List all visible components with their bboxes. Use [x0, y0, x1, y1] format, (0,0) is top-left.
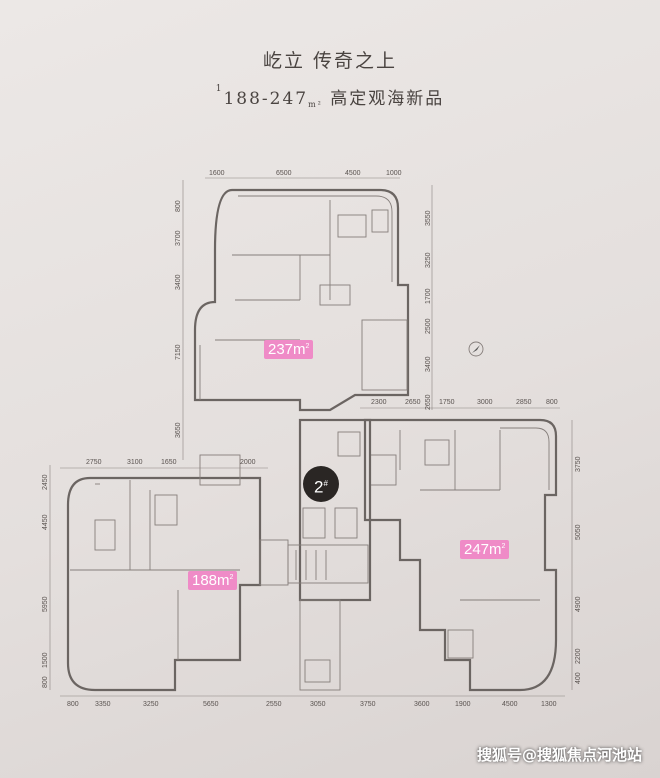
dim-left-upper: 3650 [175, 422, 182, 438]
dim-right-upper: 3550 [425, 210, 432, 226]
dim-bottom: 4500 [502, 701, 518, 708]
dim-bottom: 3050 [310, 701, 326, 708]
dim-top-lower-mid: 2000 [240, 459, 256, 466]
compass-icon [468, 341, 484, 357]
unit-area-value: 237 [268, 341, 294, 358]
dim-top-right: 800 [546, 399, 558, 406]
dim-bottom: 1300 [541, 701, 557, 708]
dim-right-lower: 5050 [575, 524, 582, 540]
dim-top-lower-left: 2750 [86, 459, 102, 466]
dim-bottom: 3350 [95, 701, 111, 708]
dim-right-lower: 3750 [575, 456, 582, 472]
dim-bottom: 800 [67, 701, 79, 708]
page-title: 屹立 传奇之上 [262, 50, 398, 72]
subtitle-unit: m² [308, 100, 323, 109]
unit-area-sup: 2 [229, 574, 234, 581]
dim-bottom: 2550 [266, 701, 282, 708]
dim-top-upper: 4500 [345, 170, 361, 177]
dim-bottom: 1900 [455, 701, 471, 708]
dim-left-lower: 5950 [42, 596, 49, 612]
unit-247-walls [363, 418, 558, 692]
dim-left-lower: 800 [42, 676, 49, 688]
dim-right-lower: 4900 [575, 596, 582, 612]
building-number-badge: 2# [303, 466, 339, 502]
unit-area-tag-247: 247m2 [460, 540, 510, 559]
core [259, 418, 372, 691]
dim-left-upper: 7150 [175, 344, 182, 360]
dim-right-upper: 3400 [425, 356, 432, 372]
dim-top-upper: 1000 [386, 170, 402, 177]
dim-bottom: 3250 [143, 701, 159, 708]
dim-left-lower: 1500 [42, 652, 49, 668]
unit-area-sup: 2 [501, 543, 506, 550]
unit-area-tag-237: 237m2 [264, 340, 314, 359]
dim-right-upper: 2650 [425, 394, 432, 410]
watermark: 搜狐号@搜狐焦点河池站 [476, 746, 642, 764]
dim-left-upper: 800 [175, 200, 182, 212]
unit-area-value: 188 [192, 572, 218, 589]
dim-top-right: 2650 [405, 399, 421, 406]
page-subtitle: 1188-247m² 高定观海新品 [0, 84, 660, 109]
unit-area-value: 247 [464, 541, 490, 558]
subtitle-text: 高定观海新品 [330, 89, 445, 109]
dim-bottom: 5650 [203, 701, 219, 708]
unit-area-unit: m [217, 572, 230, 589]
unit-188-walls [66, 454, 262, 692]
dim-left-lower: 4450 [42, 514, 49, 530]
unit-area-tag-188: 188m2 [188, 571, 238, 590]
dim-bottom: 3600 [414, 701, 430, 708]
dim-top-lower-left: 1650 [161, 459, 177, 466]
dim-left-lower: 2450 [42, 474, 49, 490]
dimension-labels: 1600 6500 4500 1000 2750 3100 1650 2000 … [42, 170, 582, 708]
dim-top-right: 3000 [477, 399, 493, 406]
dim-top-lower-left: 3100 [127, 459, 143, 466]
subtitle-area-range: 188-247 [223, 89, 309, 109]
dim-top-upper: 1600 [209, 170, 225, 177]
dim-right-lower: 400 [575, 672, 582, 684]
dim-right-upper: 1700 [425, 288, 432, 304]
dim-left-upper: 3400 [175, 274, 182, 290]
building-number: 2 [314, 477, 324, 497]
dim-top-upper: 6500 [276, 170, 292, 177]
unit-area-unit: m [489, 541, 502, 558]
dimension-lines [49, 177, 573, 697]
unit-area-unit: m [293, 341, 306, 358]
unit-area-sup: 2 [305, 343, 310, 350]
building-number-sup: # [323, 479, 328, 488]
dim-top-right: 1750 [439, 399, 455, 406]
dim-right-upper: 3250 [425, 252, 432, 268]
dim-top-right: 2300 [371, 399, 387, 406]
unit-237-walls [193, 188, 410, 412]
dim-top-right: 2850 [516, 399, 532, 406]
dim-right-lower: 2200 [575, 648, 582, 664]
subtitle-prefix: 1 [215, 84, 224, 94]
dim-right-upper: 2500 [425, 318, 432, 334]
dim-left-upper: 3700 [175, 230, 182, 246]
dim-bottom: 3750 [360, 701, 376, 708]
